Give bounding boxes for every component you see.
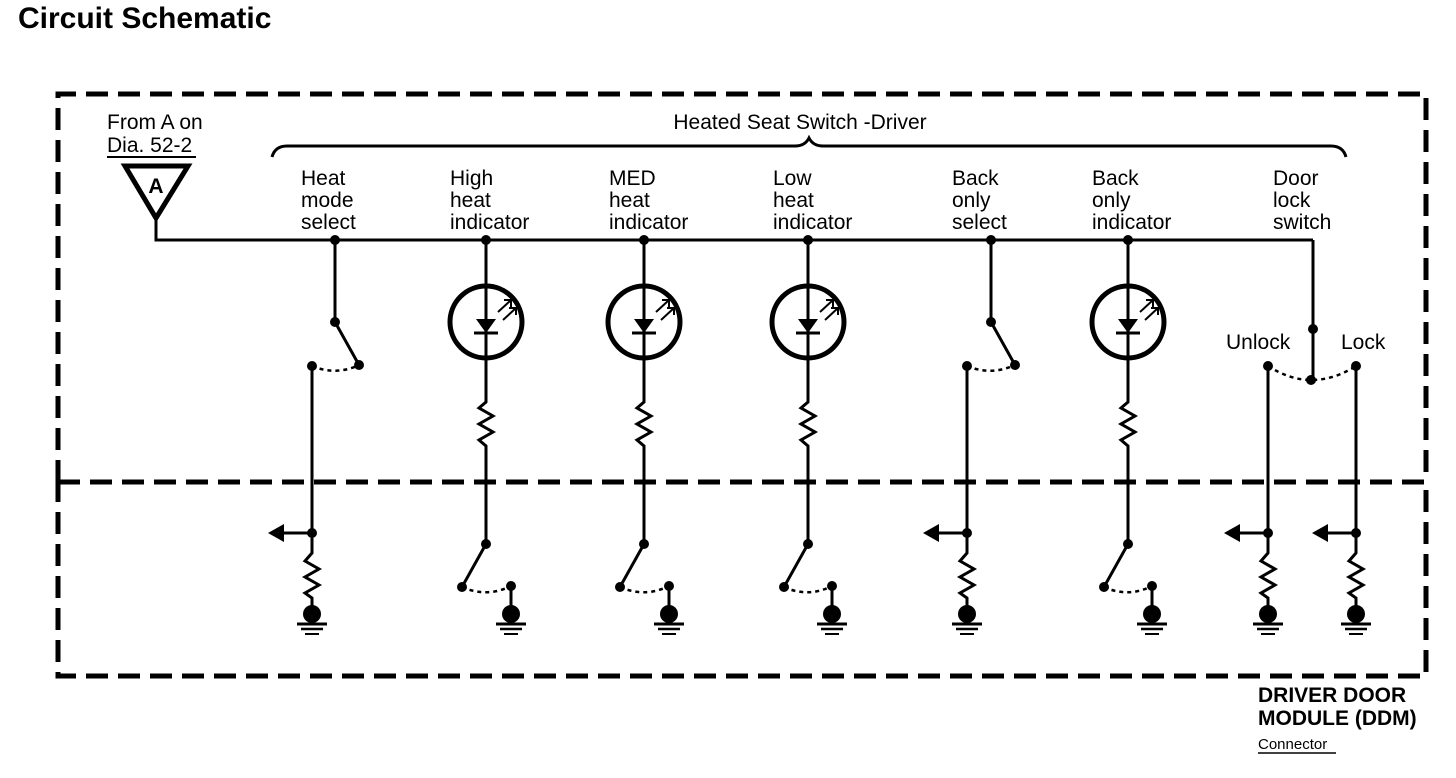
back-only-indicator-circuit — [1089, 235, 1167, 635]
label-line: Door — [1273, 167, 1319, 190]
label-line: indicator — [609, 211, 688, 234]
label-line: Heat — [301, 167, 346, 190]
led-icon — [605, 283, 683, 361]
column-label-med-heat-indicator: MED heat indicator — [609, 167, 688, 234]
label-line: only — [1092, 189, 1131, 212]
ground-icon — [1341, 605, 1371, 635]
label-line: select — [301, 211, 356, 234]
module-name-line1: DRIVER DOOR — [1258, 684, 1406, 707]
module-connector-label: Connector — [1258, 736, 1327, 753]
lock-label: Lock — [1341, 331, 1386, 354]
led-icon — [769, 283, 847, 361]
column-label-back-only-select: Back only select — [952, 167, 1007, 234]
label-line: heat — [773, 189, 814, 212]
column-label-back-only-indicator: Back only indicator — [1092, 167, 1171, 234]
ground-icon — [1137, 605, 1167, 635]
back-only-select-circuit — [923, 235, 1020, 635]
ground-icon — [297, 605, 327, 635]
module-name-line2: MODULE (DDM) — [1258, 707, 1417, 730]
column-label-door-lock-switch: Door lock switch — [1273, 167, 1331, 234]
page-title: Circuit Schematic — [18, 2, 272, 35]
label-line: lock — [1273, 189, 1311, 212]
led-icon — [1089, 283, 1167, 361]
label-line: heat — [450, 189, 491, 212]
column-label-heat-mode-select: Heat mode select — [301, 167, 356, 234]
med-heat-indicator-circuit — [605, 235, 684, 635]
label-line: Low — [773, 167, 812, 190]
ground-icon — [1253, 605, 1283, 635]
group-bracket — [270, 134, 1348, 158]
module-boundary — [55, 479, 1429, 679]
low-heat-indicator-circuit — [769, 235, 847, 635]
switch-group-label: Heated Seat Switch -Driver — [673, 111, 926, 134]
ground-icon — [654, 605, 684, 635]
connector-letter: A — [148, 175, 163, 198]
label-line: indicator — [450, 211, 529, 234]
label-line: heat — [609, 189, 650, 212]
source-ref-line2: Dia. 52-2 — [107, 134, 192, 157]
unlock-label: Unlock — [1226, 331, 1291, 354]
label-line: only — [952, 189, 991, 212]
led-icon — [447, 283, 525, 361]
ground-icon — [952, 605, 982, 635]
high-heat-indicator-circuit — [447, 235, 526, 635]
column-label-low-heat-indicator: Low heat indicator — [773, 167, 852, 234]
label-line: mode — [301, 189, 354, 212]
heat-mode-select-circuit — [268, 235, 364, 635]
label-line: High — [450, 167, 493, 190]
switch-boundary — [55, 91, 1429, 482]
ground-icon — [817, 605, 847, 635]
label-line: MED — [609, 167, 656, 190]
supply-bus-wire — [154, 218, 1313, 242]
connector-a-icon: A — [120, 163, 193, 223]
source-ref-line1: From A on — [107, 111, 203, 134]
label-line: select — [952, 211, 1007, 234]
label-line: indicator — [773, 211, 852, 234]
label-line: indicator — [1092, 211, 1171, 234]
door-lock-switch-circuit: Unlock Lock — [1224, 240, 1386, 635]
ground-icon — [496, 605, 526, 635]
column-label-high-heat-indicator: High heat indicator — [450, 167, 529, 234]
label-line: Back — [1092, 167, 1139, 190]
label-line: switch — [1273, 211, 1331, 234]
label-line: Back — [952, 167, 999, 190]
